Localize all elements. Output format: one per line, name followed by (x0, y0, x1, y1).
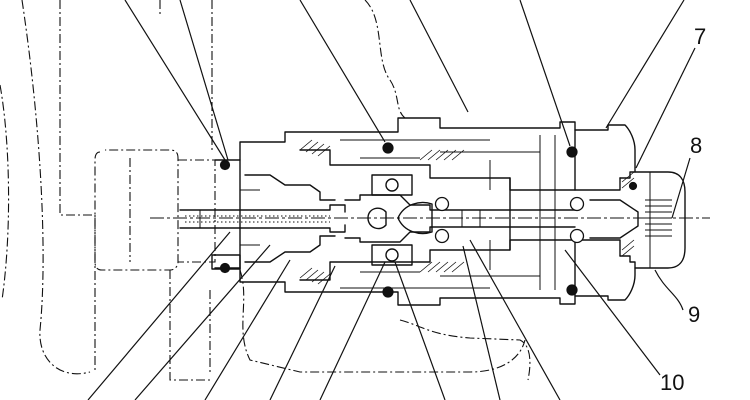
spool-assembly (344, 194, 576, 243)
callout-9: 9 (688, 302, 700, 327)
section-hatching (299, 139, 635, 285)
end-plug (589, 171, 686, 269)
callout-7: 7 (694, 24, 706, 49)
callout-8: 8 (690, 133, 702, 158)
o-rings (219, 142, 638, 298)
callout-10: 10 (660, 370, 684, 395)
leader-lines (87, 0, 696, 400)
check-balls (434, 196, 585, 244)
phantom-housing-outline (0, 0, 531, 381)
swash-plate (240, 174, 336, 263)
pump-housing (214, 117, 636, 306)
drive-shaft (179, 204, 346, 233)
bearings (211, 174, 413, 270)
